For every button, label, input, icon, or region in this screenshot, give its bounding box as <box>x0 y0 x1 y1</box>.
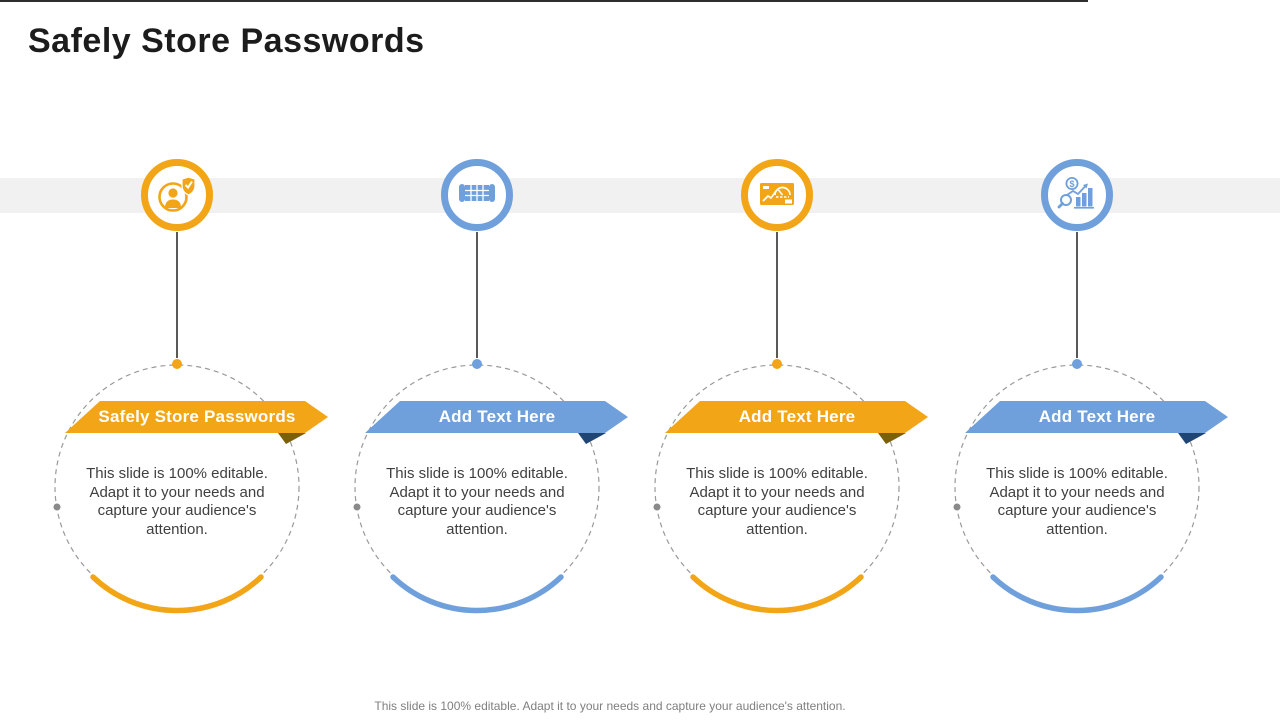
timeline-dot <box>472 359 482 369</box>
banner-arrow <box>65 401 328 444</box>
process-step-4: $ Add Text Here This slide is 100% edita… <box>927 155 1228 625</box>
step-icon-circle <box>441 159 513 231</box>
banner-arrow <box>965 401 1228 444</box>
body-text[interactable]: This slide is 100% editable. Adapt it to… <box>86 465 268 538</box>
process-step-1: Safely Store Passwords This slide is 100… <box>27 155 328 625</box>
accent-arc <box>990 574 1164 614</box>
process-step-3: Add Text Here This slide is 100% editabl… <box>627 155 928 625</box>
growth-analysis-icon: $ <box>1057 177 1094 209</box>
banner-arrow <box>665 401 928 444</box>
timeline-dot <box>172 359 182 369</box>
footer-note: This slide is 100% editable. Adapt it to… <box>374 699 846 713</box>
step-icon-circle <box>741 159 813 231</box>
blueprint-icon <box>459 184 495 202</box>
connector-line <box>176 232 178 358</box>
side-dot <box>53 503 61 511</box>
process-step-2: Add Text Here This slide is 100% editabl… <box>327 155 628 625</box>
body-text[interactable]: This slide is 100% editable. Adapt it to… <box>386 465 568 538</box>
accent-arc <box>90 574 264 614</box>
accent-arc <box>390 574 564 614</box>
body-text[interactable]: This slide is 100% editable. Adapt it to… <box>986 465 1168 538</box>
dashed-circle <box>53 359 300 614</box>
slide-title[interactable]: Safely Store Passwords <box>28 22 425 60</box>
body-text[interactable]: This slide is 100% editable. Adapt it to… <box>686 465 868 538</box>
banner-label[interactable]: Add Text Here <box>738 407 856 426</box>
side-dot <box>953 503 961 511</box>
svg-text:$: $ <box>1069 179 1074 189</box>
banner-label[interactable]: Add Text Here <box>438 407 556 426</box>
dashed-circle <box>353 359 600 614</box>
step-icon-circle: $ <box>1041 159 1113 231</box>
side-dot <box>353 503 361 511</box>
timeline-dot <box>1072 359 1082 369</box>
banner-label[interactable]: Safely Store Passwords <box>98 407 296 426</box>
step-icon-circle <box>141 159 213 231</box>
connector-line <box>476 232 478 358</box>
dashboard-icon <box>760 183 794 205</box>
connector-line <box>776 232 778 358</box>
accent-arc <box>690 574 864 614</box>
top-accent-strip <box>0 0 1088 2</box>
side-dot <box>653 503 661 511</box>
dashed-circle <box>653 359 900 614</box>
dashed-circle <box>953 359 1200 614</box>
banner-arrow <box>365 401 628 444</box>
banner-label[interactable]: Add Text Here <box>1038 407 1156 426</box>
user-shield-icon <box>158 176 196 212</box>
timeline-dot <box>772 359 782 369</box>
connector-line <box>1076 232 1078 358</box>
